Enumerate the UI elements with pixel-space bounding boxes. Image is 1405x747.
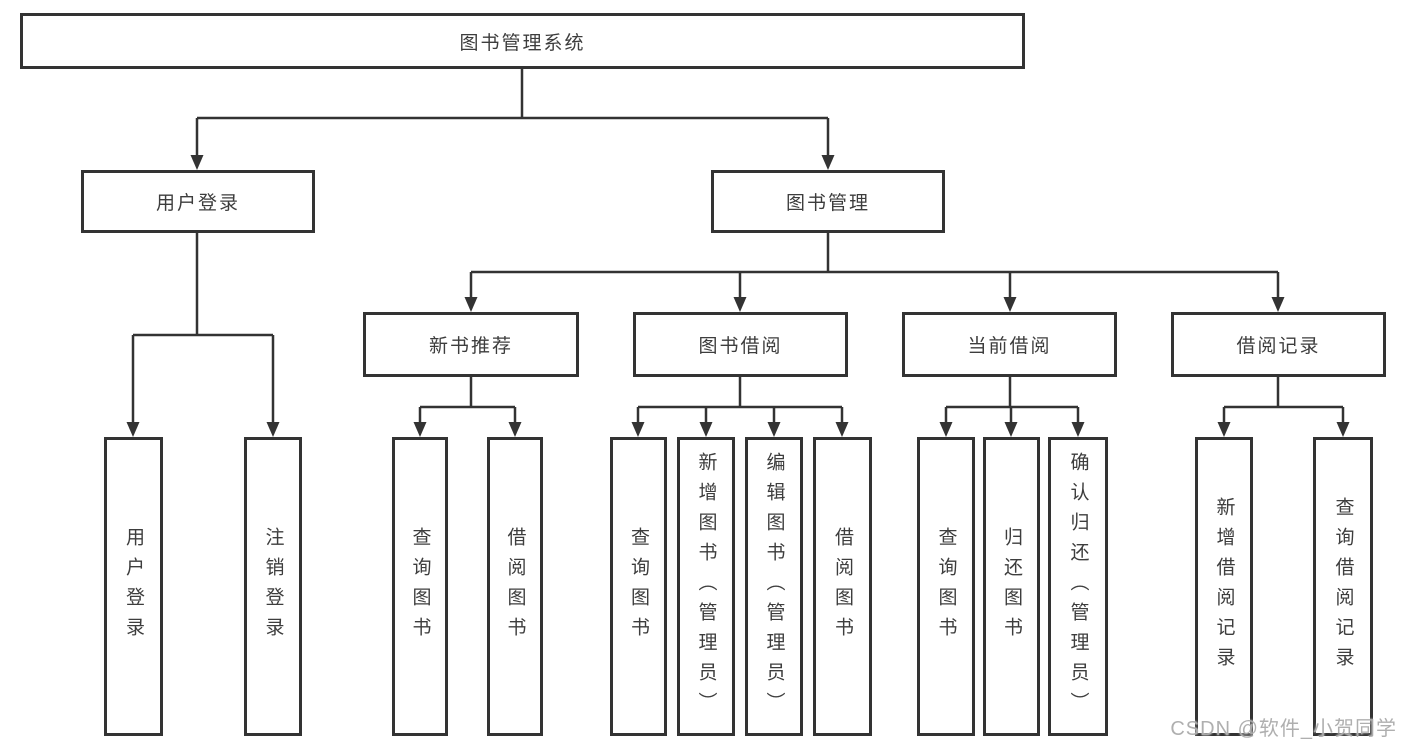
leaf-current-query-books: 查询图书 <box>917 437 975 736</box>
leaf-borrowing-borrow-books: 借阅图书 <box>813 437 872 736</box>
node-user-login: 用户登录 <box>81 170 315 233</box>
leaf-newbook-borrow-books: 借阅图书 <box>487 437 543 736</box>
leaf-logout-label: 注销登录 <box>262 526 284 647</box>
leaf-borrowing-add-books-admin: 新增图书（管理员） <box>677 437 735 736</box>
node-book-management-label: 图书管理 <box>785 193 870 214</box>
node-new-book-recommend-label: 新书推荐 <box>428 336 513 357</box>
node-book-management: 图书管理 <box>711 170 945 233</box>
leaf-current-confirm-return-admin-label: 确认归还（管理员） <box>1067 451 1089 722</box>
leaf-records-query-record: 查询借阅记录 <box>1313 437 1373 736</box>
leaf-user-login-label: 用户登录 <box>123 526 144 647</box>
node-new-book-recommend: 新书推荐 <box>363 312 579 377</box>
node-root: 图书管理系统 <box>20 13 1025 69</box>
node-user-login-label: 用户登录 <box>155 193 240 214</box>
node-current-borrowing-label: 当前借阅 <box>967 336 1052 357</box>
leaf-newbook-borrow-books-label: 借阅图书 <box>504 526 526 647</box>
leaf-borrowing-query-books-label: 查询图书 <box>628 526 649 647</box>
node-current-borrowing: 当前借阅 <box>902 312 1117 377</box>
node-root-label: 图书管理系统 <box>459 32 586 54</box>
node-borrowing-records-label: 借阅记录 <box>1236 336 1321 357</box>
csdn-watermark: CSDN @软件_小贺同学 <box>1170 718 1397 740</box>
leaf-borrowing-edit-books-admin: 编辑图书（管理员） <box>745 437 803 736</box>
leaf-user-login: 用户登录 <box>104 437 163 736</box>
leaf-current-query-books-label: 查询图书 <box>935 526 957 647</box>
leaf-newbook-query-books: 查询图书 <box>392 437 448 736</box>
leaf-current-return-books-label: 归还图书 <box>1001 526 1022 647</box>
leaf-records-add-record-label: 新增借阅记录 <box>1213 496 1235 677</box>
leaf-borrowing-query-books: 查询图书 <box>610 437 667 736</box>
leaf-current-confirm-return-admin: 确认归还（管理员） <box>1048 437 1108 736</box>
leaf-borrowing-borrow-books-label: 借阅图书 <box>832 526 853 647</box>
leaf-current-return-books: 归还图书 <box>983 437 1040 736</box>
leaf-newbook-query-books-label: 查询图书 <box>409 526 431 647</box>
leaf-borrowing-edit-books-admin-label: 编辑图书（管理员） <box>763 451 785 722</box>
node-borrowing-records: 借阅记录 <box>1171 312 1386 377</box>
leaf-records-query-record-label: 查询借阅记录 <box>1332 496 1354 677</box>
node-book-borrowing: 图书借阅 <box>633 312 848 377</box>
leaf-logout: 注销登录 <box>244 437 302 736</box>
leaf-borrowing-add-books-admin-label: 新增图书（管理员） <box>695 451 717 722</box>
node-book-borrowing-label: 图书借阅 <box>698 336 783 357</box>
leaf-records-add-record: 新增借阅记录 <box>1195 437 1253 736</box>
